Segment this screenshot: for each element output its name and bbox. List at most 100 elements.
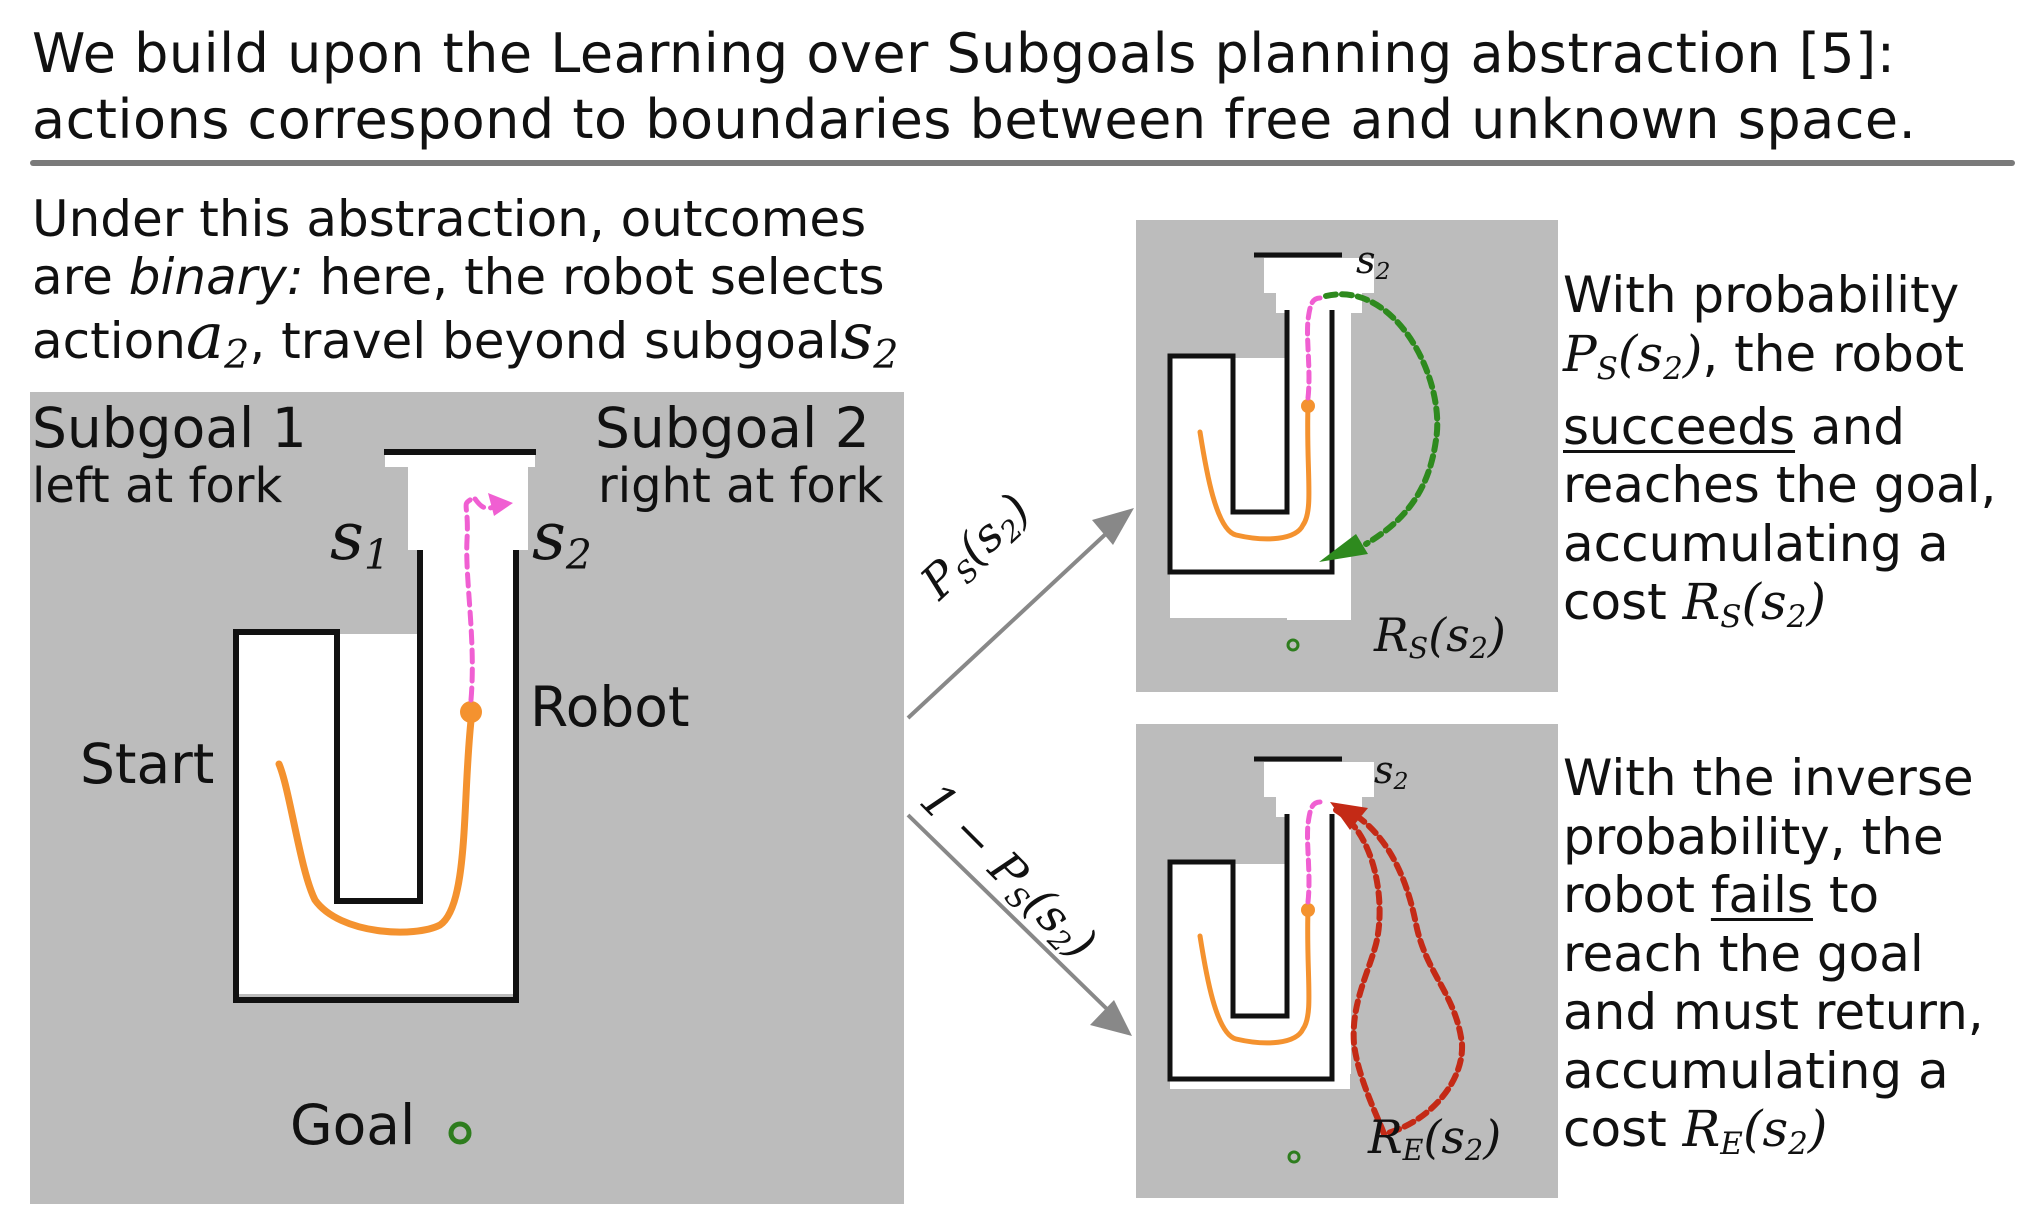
success-cost-math: RS(s2) xyxy=(1682,573,1826,635)
st-r: R xyxy=(1682,573,1721,632)
fail-line-3-post: to xyxy=(1812,866,1880,924)
bp-cost-r: R xyxy=(1368,1110,1403,1164)
success-description: With probability PS(s2), the robot succe… xyxy=(1563,266,1996,647)
bp-cost-sub: E xyxy=(1402,1134,1424,1168)
fail-line-3: robot fails to xyxy=(1563,866,1984,925)
success-return-path xyxy=(1323,291,1441,547)
action-a: a xyxy=(185,300,225,374)
fail-return-path xyxy=(1333,807,1466,1138)
intro-line-3-mid: , travel beyond subgoal xyxy=(249,312,841,370)
ft-r-arg: (s xyxy=(1742,1100,1789,1158)
success-cost-label: RS(s2) xyxy=(1374,608,1506,665)
succeeds-word: succeeds xyxy=(1563,397,1796,456)
success-map-drawing xyxy=(1167,252,1441,652)
st-p-arg: (s xyxy=(1617,324,1664,383)
fail-branch-arrowhead xyxy=(1090,1000,1132,1036)
s2-letter: s xyxy=(532,498,566,575)
s1-sub: 1 xyxy=(363,531,390,580)
success-line-4: reaches the goal, xyxy=(1563,456,1997,515)
fail-line-4: reach the goal xyxy=(1563,924,1924,983)
bp-cost-arg: (s xyxy=(1423,1110,1466,1164)
st-p: P xyxy=(1563,324,1597,383)
success-line-2-math: PS(s2) xyxy=(1563,324,1703,387)
robot-marker xyxy=(460,701,482,723)
success-line-6: cost RS(s2) xyxy=(1563,573,1996,646)
success-branch-arrowhead xyxy=(1092,508,1134,545)
subgoal1-title: Subgoal 1 xyxy=(32,396,307,460)
intro-line-2-pre: are xyxy=(32,248,129,306)
goal-label: Goal xyxy=(290,1093,416,1157)
fail-line-7: cost RE(s2) xyxy=(1563,1100,1984,1173)
fail-line-1: With the inverse xyxy=(1563,749,1974,807)
fail-line-2: probability, the xyxy=(1563,807,1944,866)
success-line-2-post: , the robot xyxy=(1702,324,1965,383)
fail-cost-label: RE(s2) xyxy=(1368,1110,1501,1167)
fail-line-7-pre: cost xyxy=(1563,1100,1683,1158)
subgoal2-title: Subgoal 2 xyxy=(595,396,870,460)
tp-cost-sub: S xyxy=(1408,632,1429,666)
fail-s2-symbol: s2 xyxy=(1374,748,1409,795)
success-line-1: With probability xyxy=(1563,266,1960,324)
st-p-sub: S xyxy=(1596,350,1618,387)
subgoal1-desc: left at fork xyxy=(32,458,283,514)
bp-s2-sub: 2 xyxy=(1393,766,1409,795)
st-p-close: ) xyxy=(1682,324,1703,383)
st-p-arg-sub: 2 xyxy=(1663,350,1683,387)
intro-line-3: actiona2, travel beyond subgoals2 xyxy=(32,300,898,378)
subgoal2-desc: right at fork xyxy=(598,458,884,514)
goal-marker xyxy=(448,1121,472,1145)
fail-line-5: and must return, xyxy=(1563,983,1984,1041)
fail-line-6: accumulating a xyxy=(1563,1041,1949,1100)
tp-cost-r: R xyxy=(1374,608,1409,662)
robot-traveled-path xyxy=(275,708,476,936)
start-label: Start xyxy=(80,732,215,796)
success-line-5: accumulating a xyxy=(1563,514,1949,573)
subgoal-symbol: s2 xyxy=(840,300,898,378)
title-divider xyxy=(30,160,2015,166)
success-s2-symbol: s2 xyxy=(1356,238,1391,285)
ft-r-sub: E xyxy=(1720,1125,1743,1162)
success-line-2: PS(s2), the robot xyxy=(1563,325,1996,398)
intro-line-3-pre: action xyxy=(32,312,186,370)
st-r-arg-sub: 2 xyxy=(1786,599,1807,635)
intro-line-2-post: here, the robot selects xyxy=(303,248,885,306)
fail-branch-line xyxy=(906,813,1112,1014)
intro-line-1: Under this abstraction, outcomes xyxy=(32,190,867,248)
ft-r-close: ) xyxy=(1807,1100,1828,1158)
tp-cost-arg-sub: 2 xyxy=(1469,632,1488,666)
intro-line-2: are binary: here, the robot selects xyxy=(32,248,885,306)
title-line-1: We build upon the Learning over Subgoals… xyxy=(32,22,1896,85)
success-branch-line xyxy=(906,528,1112,720)
ft-r-arg-sub: 2 xyxy=(1788,1125,1808,1162)
success-line-3-post: and xyxy=(1795,397,1905,456)
s2-sub: 2 xyxy=(565,531,592,580)
bp-s2-letter: s xyxy=(1374,748,1394,792)
subgoal2-symbol: s2 xyxy=(532,498,592,579)
title-line-2: actions correspond to boundaries between… xyxy=(32,88,1917,151)
subgoal1-symbol: s1 xyxy=(330,498,390,579)
tp-cost-arg: (s xyxy=(1428,608,1470,662)
success-line-3: succeeds and xyxy=(1563,398,1996,457)
fail-cost-math: RE(s2) xyxy=(1682,1100,1828,1162)
fail-line-3-pre: robot xyxy=(1563,866,1711,924)
walls xyxy=(233,449,536,1003)
tp-s2-sub: 2 xyxy=(1375,256,1391,285)
success-line-6-pre: cost xyxy=(1563,573,1683,632)
action-symbol: a2 xyxy=(185,300,249,378)
s1-letter: s xyxy=(330,498,364,575)
fail-description: With the inverse probability, the robot … xyxy=(1563,749,1984,1173)
subgoal-sub: 2 xyxy=(873,331,899,378)
intro-binary-word: binary: xyxy=(128,248,304,306)
bp-cost-arg-sub: 2 xyxy=(1465,1134,1484,1168)
tp-cost-close: ) xyxy=(1487,608,1506,662)
st-r-arg: (s xyxy=(1741,573,1787,632)
planned-path-arrowhead xyxy=(488,493,513,516)
ft-r: R xyxy=(1682,1100,1721,1158)
tp-s2-letter: s xyxy=(1356,238,1376,282)
st-r-close: ) xyxy=(1806,573,1826,632)
fails-word: fails xyxy=(1710,866,1813,924)
st-r-sub: S xyxy=(1720,599,1742,635)
subgoal-s: s xyxy=(840,300,874,374)
